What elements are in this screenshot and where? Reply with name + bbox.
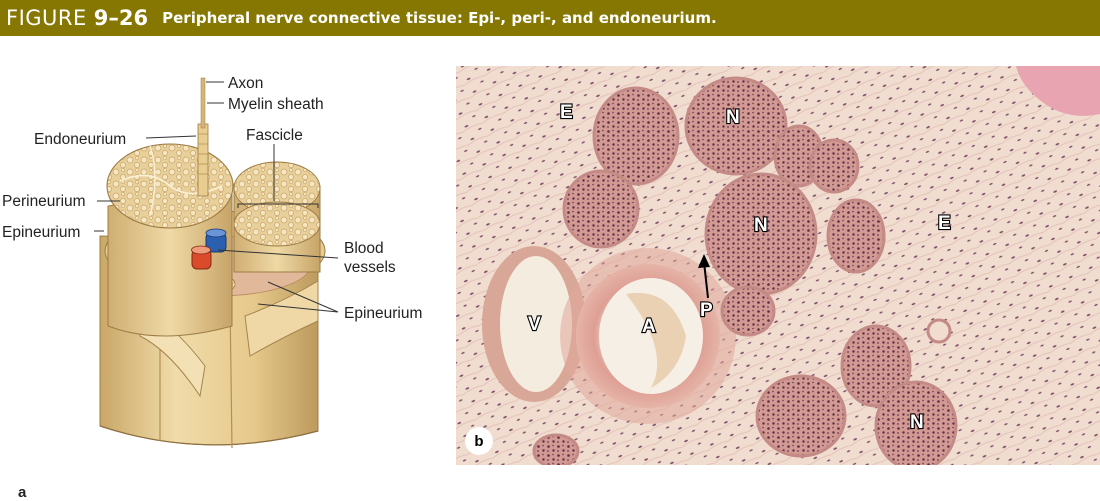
panel-letter-a: a bbox=[18, 484, 27, 501]
leader-blood-vessels bbox=[217, 249, 339, 259]
label-endoneurium: Endoneurium bbox=[34, 131, 126, 148]
label-fascicle: Fascicle bbox=[246, 127, 303, 144]
label-epineurium-right: Epineurium bbox=[344, 305, 422, 322]
label-myelin-sheath: Myelin sheath bbox=[228, 96, 324, 113]
label-p: P bbox=[700, 300, 713, 321]
label-n-top: N bbox=[726, 107, 740, 128]
panel-badge-b: b bbox=[465, 427, 493, 455]
label-a: A bbox=[642, 316, 656, 337]
label-n-bottom: N bbox=[910, 412, 924, 433]
label-epineurium-left: Epineurium bbox=[2, 224, 80, 241]
panel-a-diagram: Axon Myelin sheath Endoneurium Fascicle … bbox=[0, 36, 450, 501]
label-n-middle: N bbox=[754, 215, 768, 236]
fascicle-bracket bbox=[237, 203, 319, 208]
leader-epineurium-right bbox=[257, 281, 339, 313]
label-blood-vessels-line1: Blood bbox=[344, 240, 384, 257]
p-arrowhead bbox=[698, 254, 710, 268]
leader-endoneurium bbox=[145, 135, 197, 139]
label-v: V bbox=[528, 314, 541, 335]
label-blood-vessels-line2: vessels bbox=[344, 259, 396, 276]
figure-header: FIGURE 9–26 Peripheral nerve connective … bbox=[0, 0, 1100, 36]
figure-word: FIGURE bbox=[6, 6, 87, 30]
label-perineurium: Perineurium bbox=[2, 193, 86, 210]
figure-number: 9–26 bbox=[93, 6, 149, 30]
micrograph-image: E N N E V A P N bbox=[456, 66, 1100, 465]
p-arrow bbox=[703, 261, 709, 299]
nerve-illustration: Axon Myelin sheath Endoneurium Fascicle … bbox=[2, 75, 422, 449]
panel-b-micrograph: E N N E V A P N b bbox=[456, 66, 1100, 465]
label-e-top: E bbox=[560, 102, 573, 123]
label-axon: Axon bbox=[228, 75, 263, 92]
figure-title: Peripheral nerve connective tissue: Epi-… bbox=[162, 9, 717, 27]
label-e-right: E bbox=[938, 213, 951, 234]
